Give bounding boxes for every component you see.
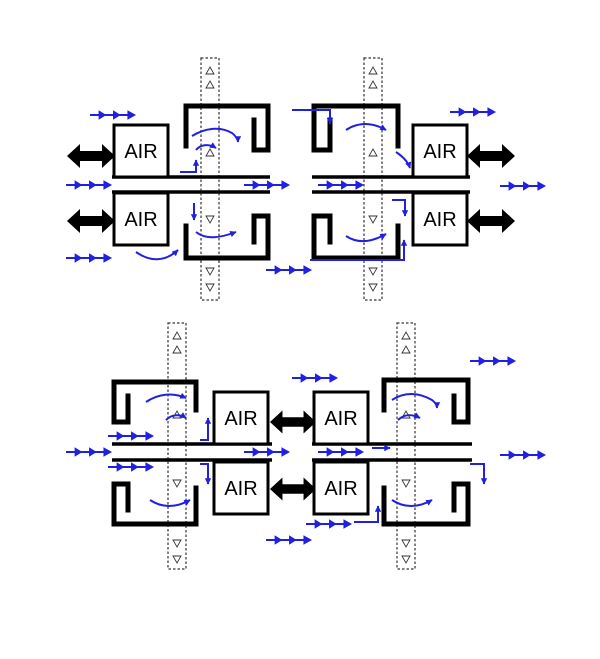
- flow-curve-icon: [345, 233, 387, 242]
- flow-curve-icon: [345, 123, 387, 131]
- air-box: AIR: [312, 460, 370, 516]
- wall-top: [111, 379, 199, 425]
- air-label: AIR: [324, 478, 357, 500]
- flow-curve-icon: [392, 199, 409, 217]
- flow-curve-icon: [470, 463, 488, 485]
- air-box: AIR: [411, 123, 469, 179]
- flow-chevrons-icon: [500, 180, 548, 192]
- tape-strip: [200, 57, 220, 301]
- flow-curve-icon: [149, 499, 191, 507]
- assembly-top-left: AIR AIR: [66, 57, 292, 301]
- double-arrow-icon: [270, 477, 316, 501]
- flow-curve-icon: [200, 463, 212, 485]
- flow-curve-icon: [195, 142, 217, 151]
- flow-curve-icon: [145, 392, 187, 403]
- wall-bottom: [183, 213, 271, 261]
- double-arrow-icon: [270, 410, 316, 434]
- double-arrow-icon: [467, 209, 515, 233]
- air-label: AIR: [224, 478, 257, 500]
- air-box: AIR: [112, 191, 170, 247]
- flow-chevrons-icon: [66, 179, 114, 191]
- air-label: AIR: [324, 408, 357, 430]
- flow-chevrons-icon: [108, 461, 156, 473]
- air-box: AIR: [212, 390, 270, 446]
- flow-chevrons-icon: [244, 179, 292, 191]
- flow-curve-icon: [391, 499, 433, 507]
- flow-curve-icon: [397, 412, 421, 421]
- air-label: AIR: [124, 209, 157, 231]
- flow-chevrons-icon: [244, 446, 292, 458]
- wall-bottom: [381, 481, 471, 527]
- flow-curve-icon: [200, 417, 212, 441]
- flow-chevrons-icon: [470, 355, 518, 367]
- flow-chevrons-icon: [266, 264, 314, 276]
- flow-chevrons-icon: [318, 446, 366, 458]
- air-box: AIR: [212, 460, 270, 516]
- tape-strip: [167, 322, 187, 570]
- wall-top: [183, 103, 271, 153]
- flow-chevrons-icon: [292, 372, 340, 384]
- assembly-bottom-right: AIR AIR: [292, 322, 548, 570]
- flow-chevrons-icon: [306, 518, 354, 530]
- flow-curve-icon: [395, 151, 412, 169]
- flow-chevrons-icon: [90, 109, 138, 121]
- flow-curve-icon: [195, 231, 237, 239]
- flow-curve-icon: [180, 159, 200, 173]
- wall-bottom: [311, 213, 401, 261]
- flow-chevrons-icon: [450, 106, 498, 118]
- air-box: AIR: [112, 123, 170, 179]
- double-arrow-icon: [67, 209, 115, 233]
- wall-bottom: [111, 481, 199, 527]
- flow-chevrons-icon: [108, 430, 156, 442]
- air-label: AIR: [224, 408, 257, 430]
- air-label: AIR: [423, 209, 456, 231]
- flow-chevrons-icon: [266, 534, 314, 546]
- double-arrow-icon: [67, 144, 115, 168]
- flow-chevrons-icon: [318, 179, 366, 191]
- flow-curve-icon: [391, 393, 441, 409]
- flow-curve-icon: [354, 505, 382, 523]
- assembly-top-right: AIR AIR: [266, 57, 548, 301]
- flow-chevrons-icon: [66, 446, 114, 458]
- air-label: AIR: [423, 141, 456, 163]
- wall-top: [311, 103, 401, 153]
- tape-strip: [396, 322, 416, 570]
- double-arrow-icon: [467, 144, 515, 168]
- flow-curve-icon: [292, 109, 334, 125]
- assembly-bottom-left: AIR AIR: [66, 322, 316, 570]
- wall-top: [381, 377, 471, 425]
- flow-curve-icon: [135, 249, 179, 261]
- tape-strip: [363, 57, 383, 301]
- flow-curve-icon: [310, 239, 408, 261]
- air-box: AIR: [312, 390, 370, 446]
- air-label: AIR: [124, 141, 157, 163]
- flow-chevrons-icon: [66, 252, 114, 264]
- flow-curve-icon: [165, 412, 187, 421]
- air-box: AIR: [411, 191, 469, 247]
- flow-curve-icon: [191, 127, 242, 143]
- flow-chevrons-icon: [500, 449, 548, 461]
